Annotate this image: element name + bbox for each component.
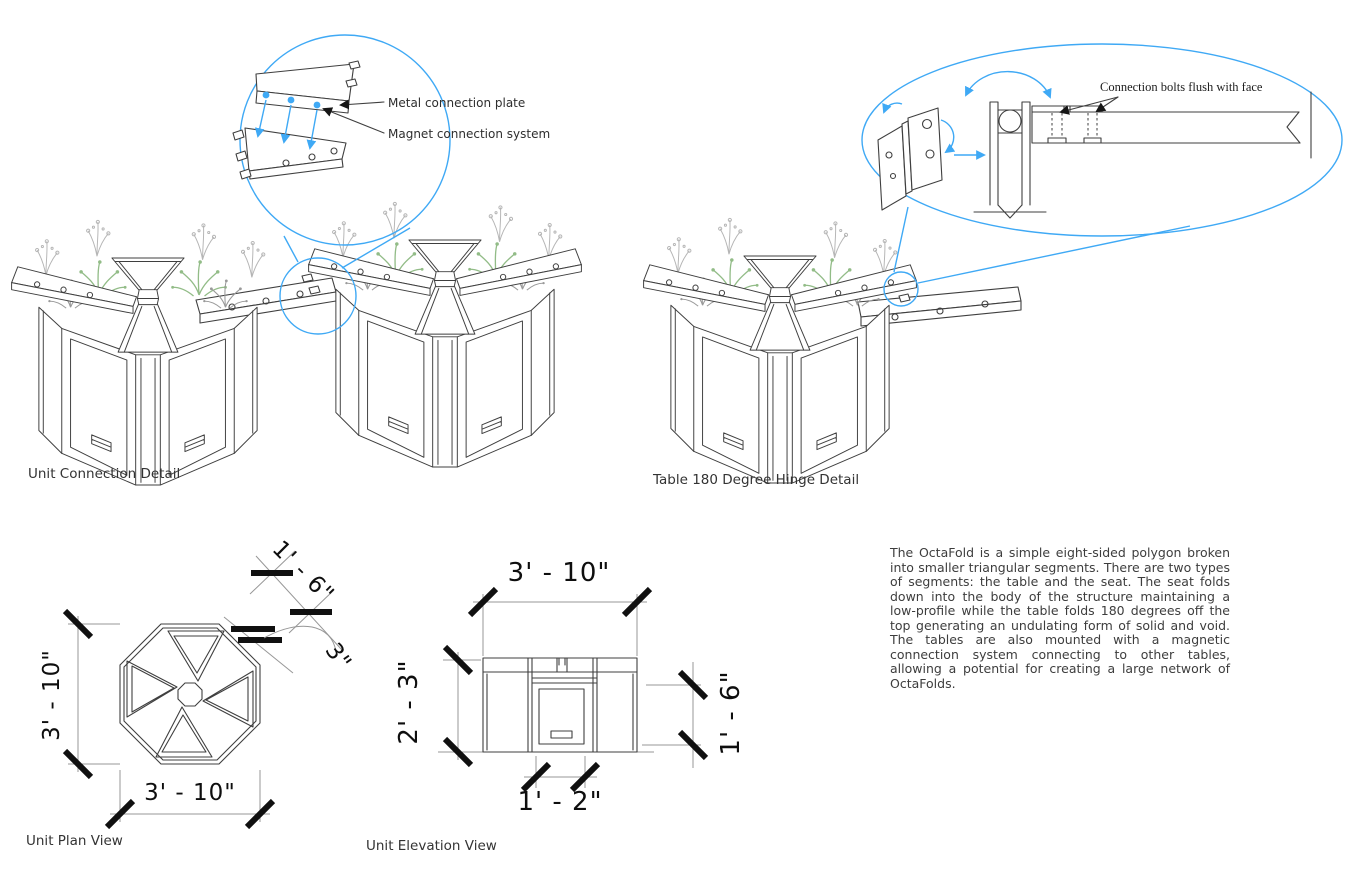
connection-bolts-label: Connection bolts flush with face xyxy=(1100,80,1263,94)
elevation-panel-width-dimension: 1' - 2" xyxy=(517,787,603,817)
octafold-unit xyxy=(309,202,582,467)
unit-connection-caption: Unit Connection Detail xyxy=(28,466,181,482)
pivot-post xyxy=(973,101,1047,219)
magnet-detail-plates xyxy=(232,60,361,180)
magnet-direction-arrows xyxy=(254,99,318,150)
elevation-dimension-lines xyxy=(438,586,709,793)
label-leader-arrows xyxy=(322,99,385,134)
octafold-unit xyxy=(12,220,265,485)
elevation-width-dimension: 3' - 10" xyxy=(507,558,611,588)
plan-dimension-lines xyxy=(62,550,343,830)
unit-connection-figure xyxy=(12,34,582,485)
hinge-assembly xyxy=(877,70,1312,219)
folded-table-leaf xyxy=(857,281,1022,327)
octafold-unit xyxy=(644,218,917,483)
magnet-dots xyxy=(262,91,321,109)
magnet-system-label: Magnet connection system xyxy=(388,127,551,141)
plan-view-caption: Unit Plan View xyxy=(26,833,123,849)
hinge-detail-figure xyxy=(644,43,1343,483)
hinge-detail-caption: Table 180 Degree Hinge Detail xyxy=(653,472,860,488)
table-slab-section xyxy=(965,70,1312,159)
hinge-hardware-icon xyxy=(877,102,986,211)
plan-view-figure xyxy=(62,550,343,830)
detail-bubble-circle xyxy=(239,34,451,335)
elevation-view-figure xyxy=(438,586,709,793)
project-description: The OctaFold is a simple eight-sided pol… xyxy=(890,545,1230,691)
detail-bubble-ellipse xyxy=(861,43,1343,307)
plan-width-dimension: 3' - 10" xyxy=(144,780,236,806)
connection-leaf xyxy=(195,273,337,324)
elevation-view-caption: Unit Elevation View xyxy=(366,838,497,854)
metal-plate-label: Metal connection plate xyxy=(388,96,526,110)
elevation-height-dimension: 2' - 3" xyxy=(394,659,424,745)
plan-height-dimension: 3' - 10" xyxy=(39,649,65,741)
elevation-seat-height-dimension: 1' - 6" xyxy=(716,670,746,756)
